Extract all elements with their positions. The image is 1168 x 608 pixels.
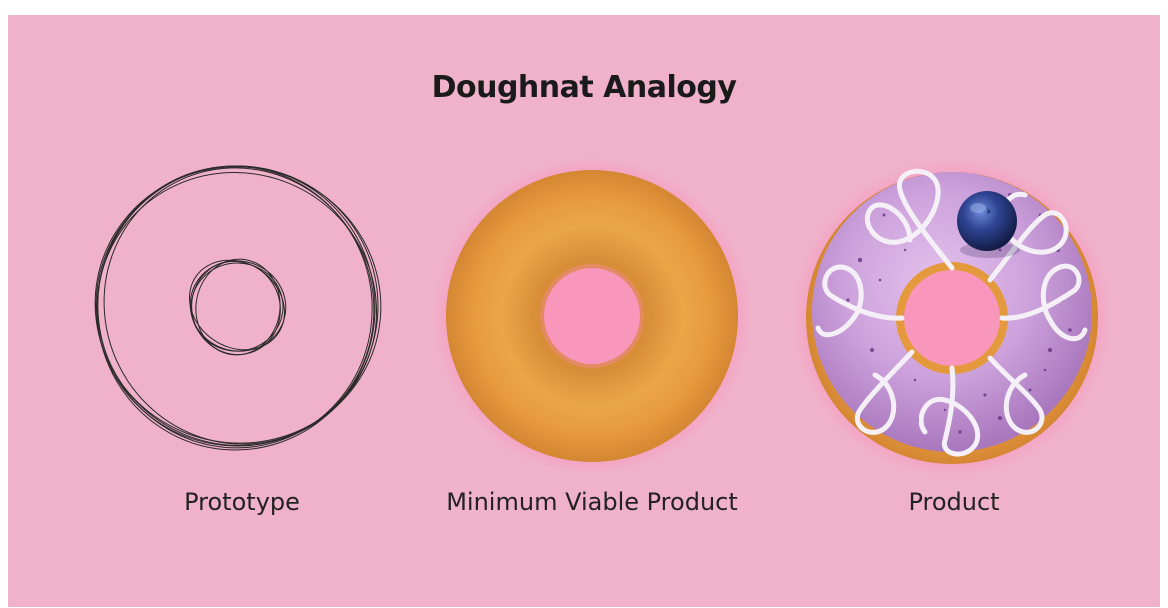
mvp-plain-doughnut	[434, 158, 750, 474]
product-decorated-doughnut	[794, 160, 1110, 476]
prototype-label: Prototype	[100, 488, 384, 516]
prototype-sketch-doughnut	[59, 123, 419, 488]
product-label: Product	[816, 488, 1092, 516]
mvp-label: Minimum Viable Product	[420, 488, 764, 516]
